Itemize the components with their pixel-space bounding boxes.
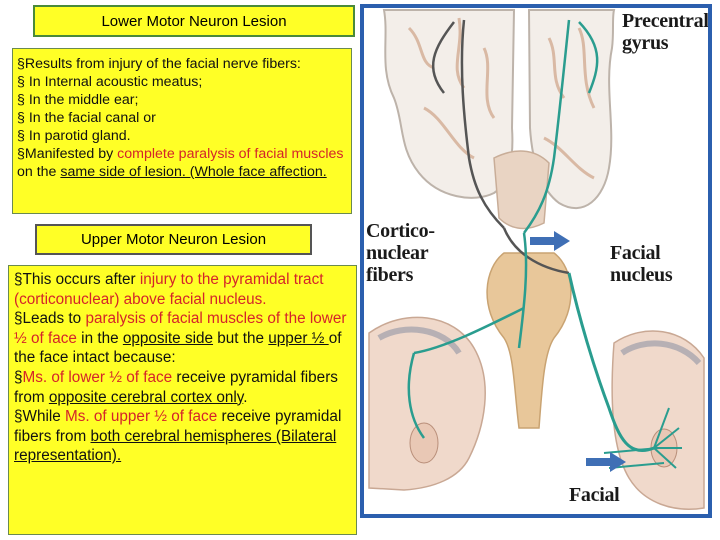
facial-nerve-label: Facial <box>569 484 620 506</box>
neural-pathways <box>407 19 682 469</box>
lower-line-3: § In the middle ear; <box>17 92 139 108</box>
upper-para-4: §While Ms. of upper ½ of face receive py… <box>14 408 342 465</box>
lower-underline: same side of lesion. (Whole face affecti… <box>60 164 327 180</box>
upper-para-2: §Leads to paralysis of facial muscles of… <box>14 310 347 367</box>
lower-highlight: complete paralysis of facial muscles <box>117 146 344 162</box>
upper-motor-neuron-body: §This occurs after injury to the pyramid… <box>8 265 357 535</box>
brain-illustration <box>382 9 616 230</box>
upper-motor-neuron-title: Upper Motor Neuron Lesion <box>35 224 312 255</box>
lower-motor-neuron-title: Lower Motor Neuron Lesion <box>33 5 355 37</box>
upper-para-3: §Ms. of lower ½ of face receive pyramida… <box>14 368 338 406</box>
facial-pathway-figure: Precentral gyrus Cortico-nuclear fibers … <box>360 4 712 518</box>
lower-line-2: § In Internal acoustic meatus; <box>17 74 203 90</box>
lower-title-text: Lower Motor Neuron Lesion <box>101 12 287 30</box>
facial-nucleus-label: Facial nucleus <box>610 242 673 286</box>
lower-line-1: §Results from injury of the facial nerve… <box>17 56 301 72</box>
brainstem-illustration <box>486 252 572 429</box>
lower-line-5: § In parotid gland. <box>17 128 131 144</box>
lower-motor-neuron-body: §Results from injury of the facial nerve… <box>12 48 352 214</box>
lower-line-6: §Manifested by complete paralysis of fac… <box>17 146 344 180</box>
upper-title-text: Upper Motor Neuron Lesion <box>80 231 267 248</box>
arrow-icon <box>530 231 570 251</box>
arrow-icon <box>586 452 626 472</box>
facial-pathway-illustration <box>368 9 705 510</box>
precentral-gyrus-label: Precentral gyrus <box>622 10 709 54</box>
cortico-nuclear-fibers-label: Cortico-nuclear fibers <box>366 220 435 286</box>
right-head-illustration <box>611 330 705 510</box>
left-head-illustration <box>368 316 486 491</box>
upper-para-1: §This occurs after injury to the pyramid… <box>14 271 324 308</box>
lower-line-4: § In the facial canal or <box>17 110 156 126</box>
